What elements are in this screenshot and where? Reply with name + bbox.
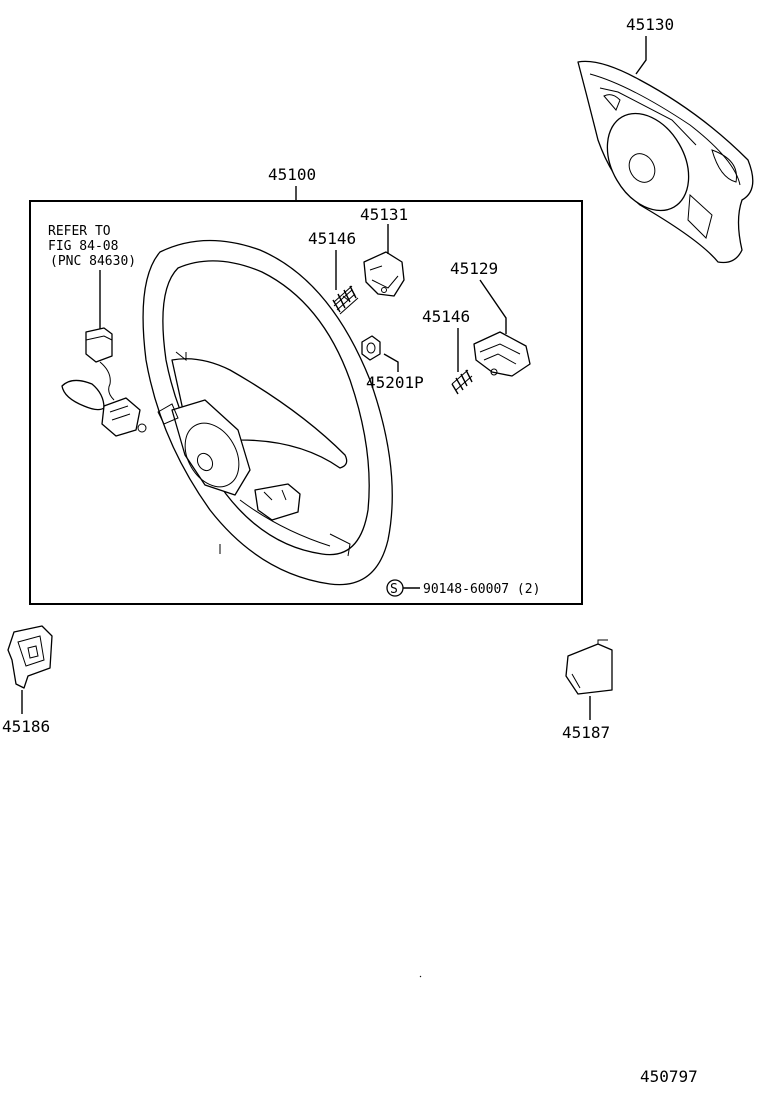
steering-wheel-45100[interactable] <box>142 239 393 586</box>
assembly-frame-45100 <box>29 200 583 605</box>
cover-45186[interactable] <box>7 625 53 689</box>
cover-45187[interactable] <box>565 639 613 695</box>
screw-part-number: 90148-60007 (2) <box>423 582 540 597</box>
callout-45146-lower: 45146 <box>422 307 470 326</box>
callout-45186: 45186 <box>2 717 50 736</box>
spring-45146-upper[interactable] <box>332 285 359 315</box>
horn-switch-connector[interactable] <box>61 327 147 437</box>
callout-45130: 45130 <box>626 15 674 34</box>
screw-note: S 90148-60007 (2) <box>386 579 540 597</box>
spring-45146-lower[interactable] <box>451 369 473 395</box>
callout-45131: 45131 <box>360 205 408 224</box>
refer-note-line-3: (PNC 84630) <box>50 254 136 269</box>
screw-symbol: S <box>390 582 398 597</box>
callout-45146-upper: 45146 <box>308 229 356 248</box>
callout-45129: 45129 <box>450 259 498 278</box>
callout-45187: 45187 <box>562 723 610 742</box>
part-45129[interactable] <box>473 331 531 377</box>
part-45131[interactable] <box>363 251 405 297</box>
refer-note-line-2: FIG 84-08 <box>48 239 118 254</box>
callout-45100: 45100 <box>268 165 316 184</box>
airbag-pad-45130[interactable] <box>577 60 754 264</box>
callout-45201p: 45201P <box>366 373 424 392</box>
figure-id: 450797 <box>640 1067 698 1086</box>
nut-45201p[interactable] <box>361 335 381 361</box>
refer-note-line-1: REFER TO <box>48 224 111 239</box>
